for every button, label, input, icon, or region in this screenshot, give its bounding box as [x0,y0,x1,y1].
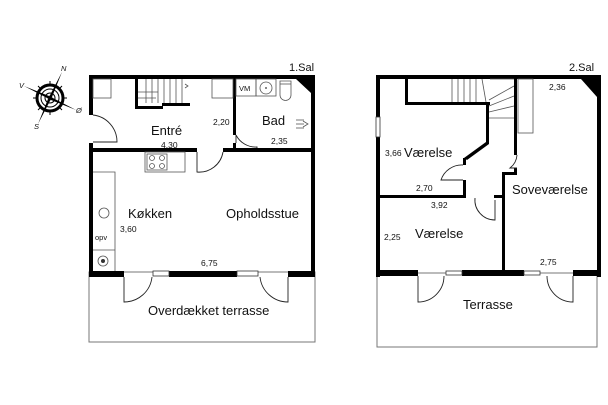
room-label-bad: Bad [262,113,285,128]
compass-west-label: V [19,81,25,90]
wall [464,142,489,160]
wall [89,75,93,115]
wall [405,75,408,105]
vm-label: VM [239,84,250,93]
window [445,270,463,276]
room-label-terrasse: Terrasse [463,297,513,312]
bedroom-1-door [440,164,464,181]
floor-1-title: 1.Sal [289,62,314,74]
fan-icon [97,255,109,267]
window [152,270,170,277]
bedroom-2-door [474,197,496,221]
terrace-door-left [123,276,153,303]
dim-vaer2-depth: 2,25 [384,232,401,242]
bathroom-door [235,134,258,148]
room-label-opholdsstue: Opholdsstue [226,206,299,221]
floor-2-title: 2.Sal [569,62,594,74]
kitchen-counter [93,171,116,271]
wall [514,75,517,155]
window [236,270,259,277]
wall [486,102,489,144]
compass-south-label: S [34,122,39,131]
dim-living-width: 6,75 [201,258,218,268]
toilet [279,80,292,101]
wall [288,271,315,277]
wall [233,75,236,135]
compass-east-label: Ø [75,106,83,115]
wall [494,195,505,198]
wall [89,143,93,277]
dim-kitchen-depth: 3,60 [120,224,137,234]
bedroom-door [508,154,518,169]
dishwasher-label: opv [95,233,107,242]
wall [233,143,236,151]
window [375,116,381,138]
closet [92,78,112,99]
wall [463,180,466,198]
wall [376,75,601,79]
window [523,270,541,276]
vent-icon [296,119,309,129]
wall [573,270,601,276]
wall [89,148,197,152]
wall [376,75,380,277]
compass-rose-icon [24,72,76,124]
dim-sove-width: 2,75 [540,257,557,267]
room-label-covered-terrace: Overdækket terrasse [148,303,269,318]
wall [514,168,517,173]
wall [502,172,505,273]
dim-vaer1-width: 2,70 [416,183,433,193]
dim-sove-depth: 2,36 [549,82,566,92]
room-label-kokken: Køkken [128,206,172,221]
wall [223,148,315,152]
terrace-door-right [546,275,574,303]
wall [503,172,517,175]
dim-vaer1-depth: 3,66 [385,148,402,158]
closet [211,78,234,99]
floor-1-plan: 1.Sal [88,62,316,343]
room-label-vaerelse-1: Værelse [404,145,452,160]
room-label-sovevaerelse: Soveværelse [512,182,588,197]
wall [463,158,466,165]
staircase [451,78,515,119]
compass-north-label: N [61,64,67,73]
dim-vaer2-width: 3,92 [431,200,448,210]
kitchen-door [196,151,224,173]
room-label-entre: Entré [151,123,182,138]
wall [405,102,490,105]
wall [169,271,237,277]
chimney [581,79,597,97]
entry-door [92,114,118,143]
room-label-vaerelse-2: Værelse [415,226,463,241]
sink [255,78,277,97]
wall [162,103,190,106]
dim-entre-depth: 2,20 [213,117,230,127]
dim-bad-width: 2,35 [271,136,288,146]
wall [89,75,315,79]
stove-icon [146,153,168,171]
floor-2-plan: 2.Sal [375,62,601,348]
wall [311,75,315,277]
kitchen-counter-top [144,151,186,173]
dim-entre-width: 4,30 [161,140,178,150]
wall [462,270,524,276]
staircase [138,79,189,103]
terrace-door-left [417,275,445,303]
chimney [296,79,311,93]
wall [135,106,163,109]
wall [376,270,418,276]
wall [89,271,124,277]
closet [517,78,534,134]
wall [135,75,138,109]
wall [597,75,601,277]
wall [376,195,466,198]
sink-kitchen-icon [98,207,110,219]
terrace-door-right [259,276,289,303]
